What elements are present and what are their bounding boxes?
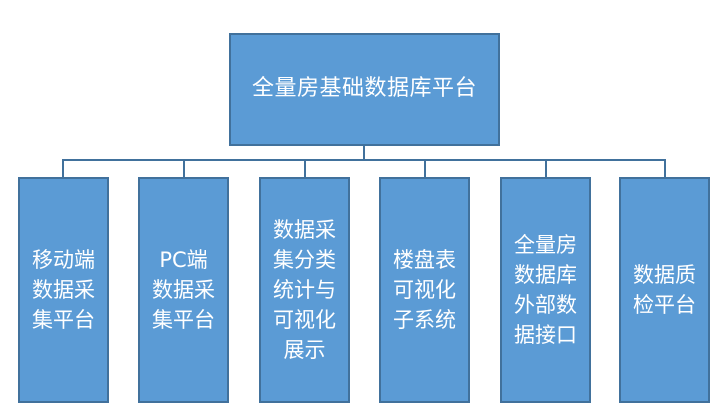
child-connector-stem-2: [183, 159, 185, 177]
child-node-external-interface: 全量房数据库外部数据接口: [500, 177, 591, 403]
root-node: 全量房基础数据库平台: [229, 33, 500, 146]
child-node-quality-check: 数据质检平台: [619, 177, 710, 403]
child-node-label: PC端数据采集平台: [152, 248, 215, 332]
child-connector-stem-3: [304, 159, 306, 177]
child-node-pc-collection: PC端数据采集平台: [138, 177, 229, 403]
child-node-label: 楼盘表可视化子系统: [393, 248, 456, 332]
child-node-label: 移动端数据采集平台: [32, 248, 95, 332]
child-node-label: 数据质检平台: [633, 263, 696, 317]
child-node-label: 数据采集分类统计与可视化展示: [273, 218, 336, 362]
child-connector-stem-6: [664, 159, 666, 177]
root-node-label: 全量房基础数据库平台: [251, 76, 477, 102]
child-connector-stem-4: [424, 159, 426, 177]
child-node-mobile-collection: 移动端数据采集平台: [18, 177, 109, 403]
child-node-building-visualization: 楼盘表可视化子系统: [379, 177, 470, 403]
child-node-statistics-visualization: 数据采集分类统计与可视化展示: [259, 177, 350, 403]
root-connector-stem: [363, 146, 365, 160]
child-connector-stem-5: [545, 159, 547, 177]
horizontal-connector-bus: [62, 159, 666, 161]
child-connector-stem-1: [62, 159, 64, 177]
child-node-label: 全量房数据库外部数据接口: [514, 233, 577, 347]
